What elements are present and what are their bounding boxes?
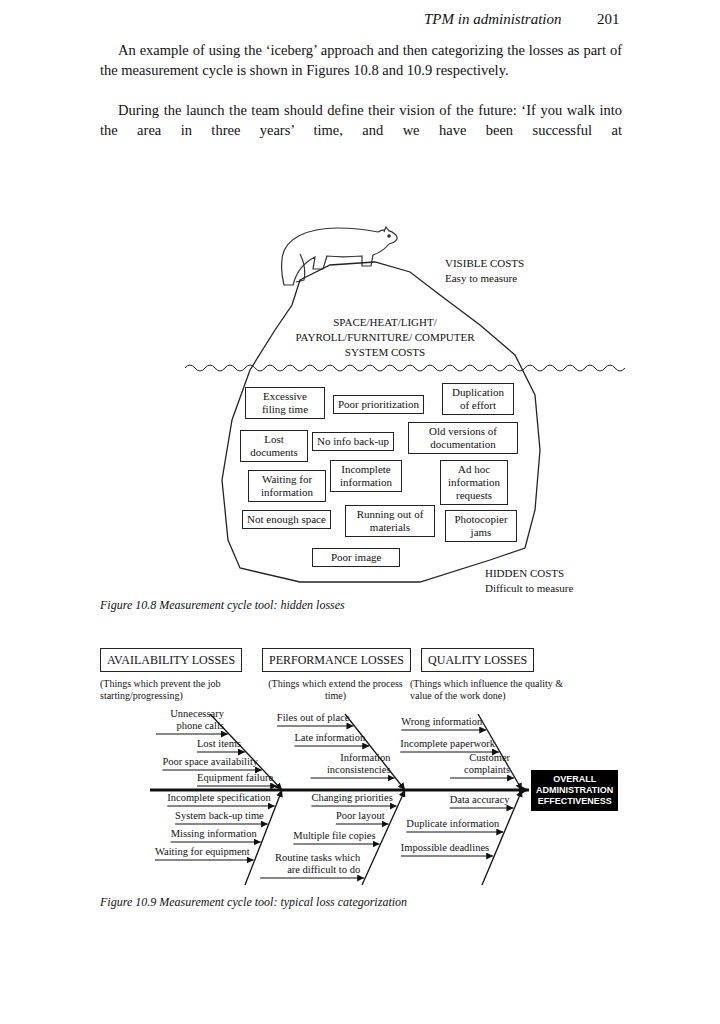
category-box: AVAILABILITY LOSSES [100, 648, 242, 672]
node-text: AVAILABILITY LOSSES [107, 652, 235, 668]
loss-box: Waiting for information [248, 470, 326, 502]
item-arrow [406, 832, 503, 833]
item-arrow [450, 808, 514, 809]
item-arrow [155, 860, 254, 861]
loss-item: Late information [294, 732, 365, 744]
iceberg-shape [222, 262, 540, 582]
loss-box: Ad hoc information requests [440, 460, 508, 505]
loss-item: Impossible deadlines [401, 842, 489, 854]
item-arrow [311, 778, 395, 779]
cost-label: HIDDEN COSTS [485, 566, 564, 580]
loss-item: Routine tasks which are difficult to do [260, 852, 360, 876]
loss-item: Incomplete paperwork [400, 738, 495, 750]
node-text: Incomplete information [335, 463, 397, 489]
category-note: (Things which extend the process time) [268, 678, 403, 702]
node-text: Excessive filing time [250, 390, 320, 416]
cost-label: Easy to measure [445, 271, 517, 285]
running-head: TPM in administration [424, 10, 562, 29]
loss-item: Duplicate information [406, 818, 499, 830]
item-arrow [401, 730, 486, 731]
item-arrow [293, 844, 379, 845]
item-arrow [171, 842, 261, 843]
node-text: Not enough space [247, 513, 326, 526]
item-arrow [162, 770, 262, 771]
spine-arrow [150, 789, 529, 792]
loss-box: Not enough space [242, 510, 331, 529]
loss-box: Lost documents [240, 430, 308, 462]
item-arrow [260, 878, 364, 879]
loss-box: Old versions of documentation [408, 422, 518, 454]
node-text: Old versions of documentation [413, 425, 513, 451]
loss-box: Poor image [312, 548, 400, 567]
node-text: No info back-up [317, 435, 389, 448]
bear-body [282, 228, 397, 285]
body-paragraph: During the launch the team should define… [100, 100, 622, 140]
loss-item: Lost items [197, 738, 241, 750]
loss-item: Changing priorities [311, 792, 392, 804]
item-arrow [450, 778, 514, 779]
node-text: Poor prioritization [338, 398, 419, 411]
node-text: Poor image [331, 551, 381, 564]
fishbone [150, 714, 529, 885]
loss-item: Wrong information [401, 716, 482, 728]
figure-caption: Figure 10.8 Measurement cycle tool: hidd… [100, 598, 345, 613]
loss-box: Incomplete information [330, 460, 402, 492]
result-box: OVERALL ADMINISTRATION EFFECTIVENESS [531, 770, 618, 811]
loss-item: Data accuracy [450, 794, 510, 806]
visible-costs-text: SPACE/HEAT/LIGHT/ PAYROLL/FURNITURE/ COM… [295, 315, 475, 360]
loss-box: Poor prioritization [333, 395, 424, 414]
figure-caption: Figure 10.9 Measurement cycle tool: typi… [100, 895, 407, 910]
polar-bear [282, 227, 397, 285]
item-arrow [277, 726, 354, 727]
node-text: Duplication of effort [447, 386, 509, 412]
item-arrow [167, 806, 275, 807]
item-arrow [156, 734, 228, 735]
cost-label: VISIBLE COSTS [445, 256, 524, 270]
cost-label: Difficult to measure [485, 581, 573, 595]
loss-item: Missing information [171, 828, 257, 840]
category-note: (Things which prevent the job starting/p… [100, 678, 250, 702]
loss-item: Customer complaints [450, 752, 510, 776]
loss-item: Information inconsistencies [311, 752, 391, 776]
loss-item: System back-up time [175, 810, 264, 822]
loss-box: Photocopier jams [445, 510, 517, 542]
iceberg: SPACE/HEAT/LIGHT/ PAYROLL/FURNITURE/ COM… [215, 255, 550, 585]
loss-box: Running out of materials [345, 505, 435, 537]
item-arrow [197, 752, 245, 753]
loss-item: Unnecessary phone calls [156, 708, 224, 732]
running-head: 201 [597, 10, 620, 29]
category-box: PERFORMANCE LOSSES [262, 648, 411, 672]
node-text: Waiting for information [253, 473, 321, 499]
node-text: Lost documents [245, 433, 303, 459]
node-text: Ad hoc information requests [445, 463, 503, 502]
category-note: (Things which influence the quality & va… [410, 678, 585, 702]
node-text: Running out of materials [350, 508, 430, 534]
loss-item: Poor layout [336, 810, 385, 822]
item-arrow [401, 856, 493, 857]
item-arrow [294, 746, 369, 747]
loss-item: Poor space availability [162, 756, 258, 768]
item-arrow [311, 806, 396, 807]
loss-item: Waiting for equipment [155, 846, 250, 858]
loss-box: No info back-up [312, 432, 394, 451]
body-paragraph: An example of using the ‘iceberg’ approa… [100, 40, 622, 80]
node-text: OVERALL ADMINISTRATION EFFECTIVENESS [536, 774, 613, 807]
item-arrow [336, 824, 389, 825]
item-arrow [175, 824, 268, 825]
loss-item: Equipment failure [197, 772, 273, 784]
loss-box: Duplication of effort [442, 383, 514, 415]
loss-item: Files out of place [277, 712, 350, 724]
item-arrows [155, 726, 514, 878]
node-text: Photocopier jams [450, 513, 512, 539]
node-text: PERFORMANCE LOSSES [269, 652, 404, 668]
loss-box: Excessive filing time [245, 387, 325, 419]
category-box: QUALITY LOSSES [421, 648, 534, 672]
bear-eye [388, 235, 390, 237]
bear-ear [384, 227, 389, 232]
loss-item: Multiple file copies [293, 830, 375, 842]
loss-item: Incomplete specification [167, 792, 271, 804]
node-text: QUALITY LOSSES [428, 652, 527, 668]
item-arrow [197, 786, 277, 787]
